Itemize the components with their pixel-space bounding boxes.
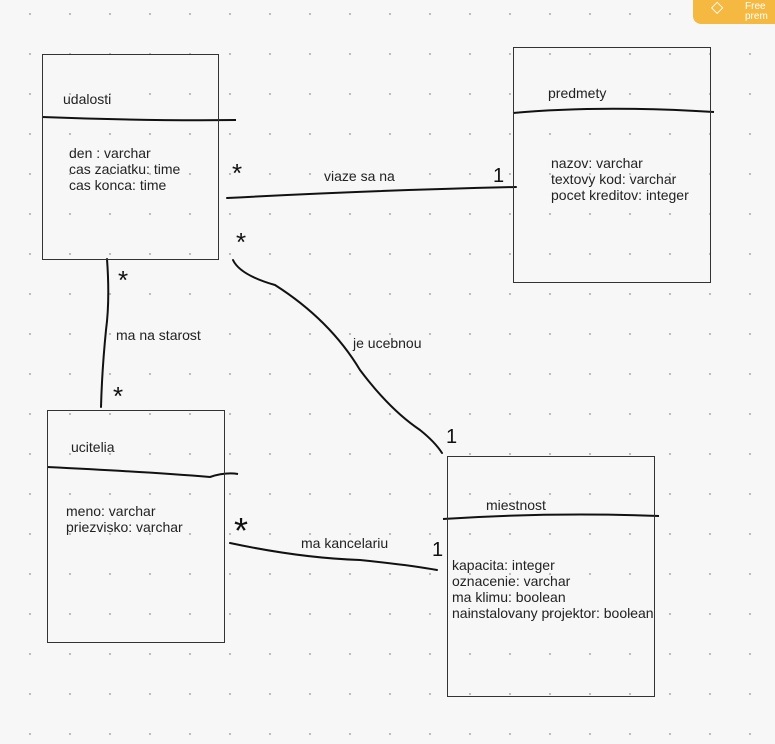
relation-label-ma-na-starost: ma na starost [116, 327, 201, 343]
multiplicity-kancelariu-to: 1 [432, 539, 444, 561]
attribute: nazov: varchar [551, 155, 643, 171]
underline-ucitelia [46, 466, 239, 479]
multiplicity-kancelariu-from: * [234, 510, 249, 551]
multiplicity-starost-from: * [118, 265, 129, 295]
entity-ucitelia-title: ucitelia [71, 439, 115, 455]
multiplicity-ucebnou-to: 1 [446, 426, 458, 448]
premium-badge-line1: Free [745, 1, 766, 12]
entity-ucitelia[interactable] [47, 410, 225, 643]
relation-label-je-ucebnou: je ucebnou [353, 335, 422, 351]
underline-predmety [512, 107, 715, 114]
line-viaze-sa-na [226, 186, 517, 199]
underline-miestnost [442, 513, 660, 520]
line-je-ucebnou [232, 259, 443, 454]
underline-udalosti [41, 116, 237, 122]
multiplicity-ucebnou-from: * [236, 227, 247, 257]
line-ma-na-starost [100, 258, 110, 408]
premium-badge[interactable]: ◇ Free prem [693, 0, 775, 24]
entity-predmety[interactable] [513, 47, 711, 283]
entity-udalosti-title: udalosti [63, 91, 112, 107]
relation-label-viaze-sa-na: viaze sa na [324, 168, 395, 184]
multiplicity-starost-to: * [113, 381, 124, 411]
attribute: oznacenie: varchar [452, 573, 571, 589]
line-ma-kancelariu [229, 542, 438, 571]
attribute: textovy kod: varchar [551, 171, 677, 187]
relation-label-ma-kancelariu: ma kancelariu [301, 535, 389, 551]
attribute: kapacita: integer [452, 557, 555, 573]
entity-miestnost[interactable] [447, 456, 655, 697]
attribute: cas konca: time [69, 177, 167, 193]
entity-predmety-title: predmety [548, 85, 607, 101]
entity-udalosti[interactable] [42, 54, 219, 260]
multiplicity-viaze-to: 1 [493, 165, 505, 187]
multiplicity-viaze-from: * [232, 158, 243, 188]
attribute: ma klimu: boolean [452, 589, 566, 605]
entity-miestnost-title: miestnost [486, 497, 546, 513]
diamond-icon: ◇ [711, 0, 724, 16]
attribute: priezvisko: varchar [66, 519, 183, 535]
attribute: pocet kreditov: integer [551, 187, 689, 203]
attribute: meno: varchar [66, 503, 156, 519]
premium-badge-line2: prem [745, 11, 768, 22]
attribute: den : varchar [69, 145, 151, 161]
attribute: cas zaciatku: time [69, 161, 181, 177]
attribute: nainstalovany projektor: boolean [452, 605, 654, 621]
